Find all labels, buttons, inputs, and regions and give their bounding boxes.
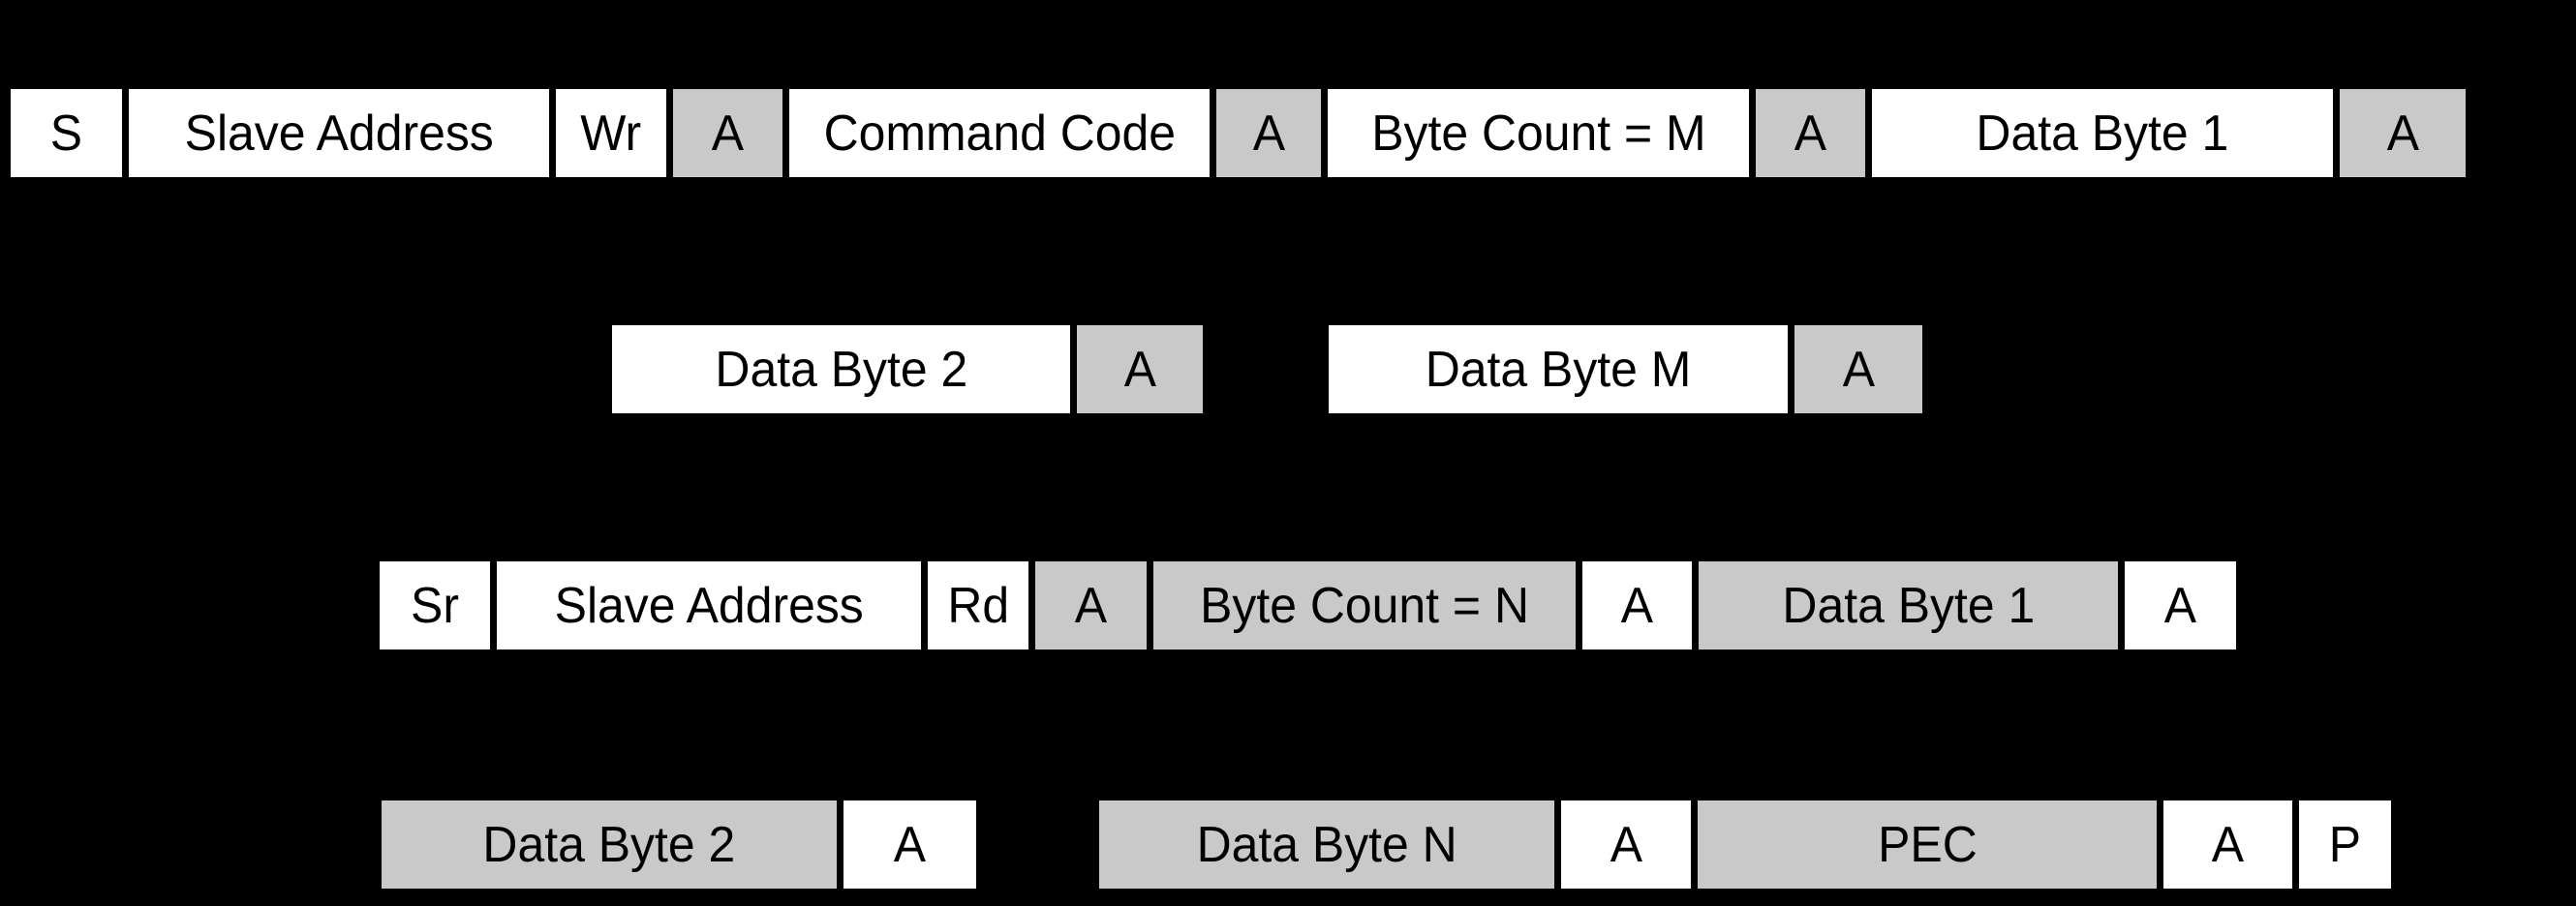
frame-row-1: S Slave Address Wr A Command Code A Byte Count… — [0, 89, 2576, 177]
field-data-byte-n: Data Byte N — [1099, 800, 1554, 889]
field-byte-count-n: Byte Count = N — [1153, 561, 1576, 649]
field-wr: Wr — [556, 89, 666, 177]
field-data-byte-1: Data Byte 1 — [1872, 89, 2333, 177]
field-data-byte-2: Data Byte 2 — [612, 325, 1070, 413]
field-label: A — [711, 105, 745, 162]
field-label: S — [49, 105, 83, 162]
field-a: A — [1077, 325, 1203, 413]
field-label: A — [2386, 105, 2419, 162]
field-a: A — [843, 800, 976, 889]
field-group: Sr Slave Address Rd A Byte Count = N A Data By… — [380, 561, 2236, 649]
field-label: A — [2163, 577, 2197, 634]
frame-row-3: Sr Slave Address Rd A Byte Count = N A Data By… — [0, 561, 2576, 649]
field-a: A — [1035, 561, 1147, 649]
field-a: A — [1582, 561, 1692, 649]
field-group: S Slave Address Wr A Command Code A Byte Count… — [11, 89, 2466, 177]
field-group: Data Byte 2 A — [612, 325, 1203, 413]
field-label: Data Byte 2 — [715, 341, 967, 398]
field-slave-address: Slave Address — [129, 89, 549, 177]
field-a: A — [2163, 800, 2292, 889]
field-a: A — [673, 89, 782, 177]
field-command-code: Command Code — [789, 89, 1210, 177]
field-a: A — [1794, 325, 1922, 413]
field-label: Data Byte N — [1196, 816, 1457, 873]
field-s: S — [11, 89, 122, 177]
field-a: A — [2125, 561, 2236, 649]
field-label: A — [1794, 105, 1827, 162]
field-label: A — [1074, 577, 1108, 634]
frame-row-2: Data Byte 2 A Data Byte M A — [0, 325, 2576, 413]
field-a: A — [1561, 800, 1691, 889]
field-label: A — [1123, 341, 1156, 398]
field-label: A — [2211, 816, 2245, 873]
field-label: Data Byte 2 — [482, 816, 736, 873]
field-label: Slave Address — [554, 577, 864, 634]
field-sr: Sr — [380, 561, 490, 649]
field-label: A — [893, 816, 927, 873]
field-data-byte-m: Data Byte M — [1329, 325, 1788, 413]
field-rd: Rd — [928, 561, 1028, 649]
frame-row-4: Data Byte 2 A Data Byte N A PEC A P — [0, 800, 2576, 889]
field-label: PEC — [1877, 816, 1978, 873]
field-a: A — [1756, 89, 1865, 177]
field-label: A — [1620, 577, 1654, 634]
field-label: Slave Address — [184, 105, 494, 162]
field-group: Data Byte N A PEC A P — [1099, 800, 2391, 889]
field-label: A — [1252, 105, 1285, 162]
field-slave-address: Slave Address — [497, 561, 921, 649]
field-label: Data Byte 1 — [1976, 105, 2229, 162]
field-group: Data Byte 2 A — [382, 800, 976, 889]
field-label: Command Code — [823, 105, 1176, 162]
field-label: P — [2328, 816, 2362, 873]
field-label: Data Byte 1 — [1782, 577, 2035, 634]
field-label: Wr — [580, 105, 642, 162]
field-p: P — [2299, 800, 2391, 889]
field-pec: PEC — [1698, 800, 2157, 889]
field-a: A — [1216, 89, 1321, 177]
field-label: Byte Count = N — [1200, 577, 1529, 634]
field-label: A — [1842, 341, 1875, 398]
field-group: Data Byte M A — [1329, 325, 1922, 413]
field-label: A — [1610, 816, 1642, 873]
field-label: Rd — [947, 577, 1009, 634]
field-byte-count-m: Byte Count = M — [1328, 89, 1749, 177]
field-data-byte-2: Data Byte 2 — [382, 800, 837, 889]
field-label: Byte Count = M — [1370, 105, 1706, 162]
field-data-byte-1: Data Byte 1 — [1699, 561, 2118, 649]
field-label: Sr — [411, 577, 459, 634]
field-label: Data Byte M — [1425, 341, 1692, 398]
field-a: A — [2340, 89, 2466, 177]
